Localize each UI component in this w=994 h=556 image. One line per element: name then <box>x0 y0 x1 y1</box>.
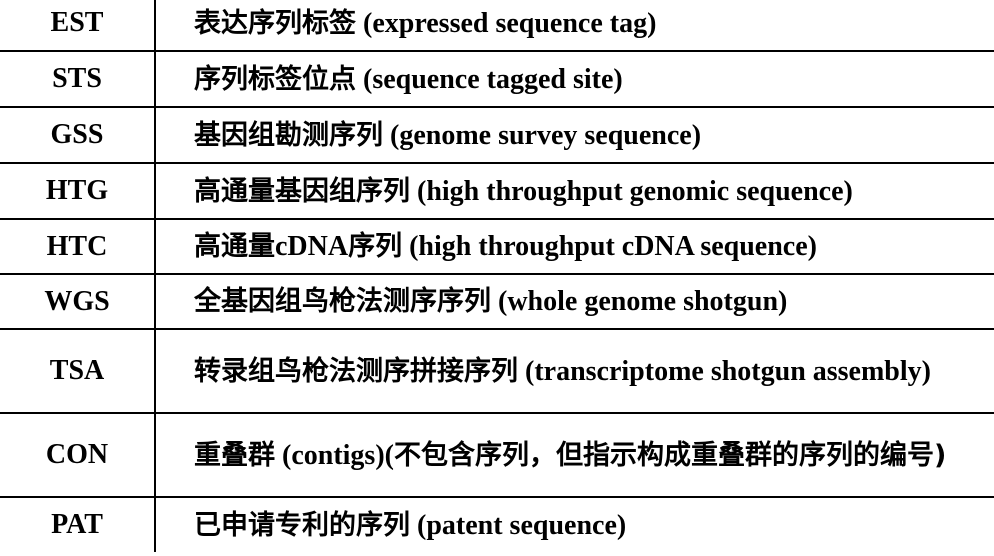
table-row: CON 重叠群 (contigs)(不包含序列，但指示构成重叠群的序列的编号) <box>0 413 994 498</box>
chinese-name: 转录组鸟枪法测序拼接序列 <box>194 355 518 387</box>
chinese-name: 表达序列标签 <box>194 7 356 39</box>
chinese-name: 全基因组鸟枪法测序序列 <box>194 286 491 317</box>
description-cell: 高通量基因组序列 (high throughput genomic sequen… <box>155 163 994 220</box>
abbreviation-cell: STS <box>0 51 156 108</box>
description-cell: 基因组勘测序列 (genome survey sequence) <box>155 107 994 164</box>
english-name: (contigs)( <box>275 439 394 471</box>
table-row: STS 序列标签位点 (sequence tagged site) <box>0 51 994 108</box>
english-name: (genome survey sequence) <box>383 119 702 151</box>
table-row: PAT 已申请专利的序列 (patent sequence) <box>0 497 994 552</box>
chinese-name: 高通量基因组序列 <box>194 175 410 207</box>
table-row: HTC 高通量cDNA序列 (high throughput cDNA sequ… <box>0 219 994 275</box>
english-name: (whole genome shotgun) <box>491 286 788 317</box>
english-name: (patent sequence) <box>410 509 627 541</box>
table-row: EST 表达序列标签 (expressed sequence tag) <box>0 0 994 52</box>
abbreviation-cell: HTC <box>0 219 156 275</box>
table-row: WGS 全基因组鸟枪法测序序列 (whole genome shotgun) <box>0 274 994 330</box>
abbreviation-cell: CON <box>0 413 156 498</box>
english-name: (high throughput genomic sequence) <box>410 175 853 207</box>
description-cell: 已申请专利的序列 (patent sequence) <box>155 497 994 552</box>
english-name: (expressed sequence tag) <box>356 7 657 39</box>
cdna-label: cDNA <box>275 231 349 262</box>
chinese-name: 序列标签位点 <box>194 63 356 95</box>
english-name: (transcriptome shotgun assembly) <box>518 355 931 387</box>
description-cell: 全基因组鸟枪法测序序列 (whole genome shotgun) <box>155 274 994 330</box>
table-row: GSS 基因组勘测序列 (genome survey sequence) <box>0 107 994 164</box>
chinese-name-suffix: 序列 <box>348 231 403 262</box>
chinese-note: 不包含序列，但指示构成重叠群的序列的编号) <box>393 439 947 471</box>
description-cell: 表达序列标签 (expressed sequence tag) <box>155 0 994 52</box>
chinese-name: 基因组勘测序列 <box>194 119 383 151</box>
description-cell: 重叠群 (contigs)(不包含序列，但指示构成重叠群的序列的编号) <box>155 413 994 498</box>
description-cell: 高通量cDNA序列 (high throughput cDNA sequence… <box>155 219 994 275</box>
description-cell: 转录组鸟枪法测序拼接序列 (transcriptome shotgun asse… <box>155 329 994 414</box>
chinese-name: 重叠群 <box>194 439 275 471</box>
abbreviation-cell: PAT <box>0 497 156 552</box>
abbreviation-cell: TSA <box>0 329 156 414</box>
abbreviation-cell: GSS <box>0 107 156 164</box>
english-name: (sequence tagged site) <box>356 63 623 95</box>
table-row: TSA 转录组鸟枪法测序拼接序列 (transcriptome shotgun … <box>0 329 994 414</box>
abbreviation-cell: HTG <box>0 163 156 220</box>
chinese-name: 高通量 <box>194 231 275 262</box>
chinese-name: 已申请专利的序列 <box>194 509 410 541</box>
abbreviation-cell: WGS <box>0 274 156 330</box>
english-name: (high throughput cDNA sequence) <box>402 231 817 262</box>
description-cell: 序列标签位点 (sequence tagged site) <box>155 51 994 108</box>
table-row: HTG 高通量基因组序列 (high throughput genomic se… <box>0 163 994 220</box>
abbreviation-cell: EST <box>0 0 156 52</box>
